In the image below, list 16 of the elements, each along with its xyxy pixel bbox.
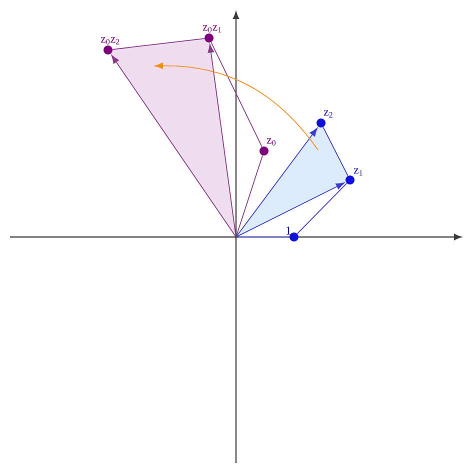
arrow	[208, 44, 236, 236]
point: z$_{0}$z$_{1}$	[202, 25, 222, 42]
node-label: z$_{0}$	[266, 138, 276, 146]
node-label: z$_{1}$	[354, 168, 362, 176]
point: z$_{2}$	[316, 110, 332, 128]
arrow	[154, 62, 318, 150]
arrow	[236, 128, 318, 236]
point: z$_{0}$z$_{2}$	[100, 37, 120, 54]
point: z$_{1}$	[346, 168, 362, 184]
node-label: 1	[286, 226, 291, 234]
node-label: z$_{0}$z$_{1}$	[202, 25, 222, 32]
point: 1	[286, 226, 298, 242]
node-label: z$_{0}$z$_{2}$	[100, 37, 120, 44]
arrow	[236, 182, 344, 237]
node-label: z$_{2}$	[324, 110, 332, 118]
point: z$_{0}$	[260, 138, 276, 156]
